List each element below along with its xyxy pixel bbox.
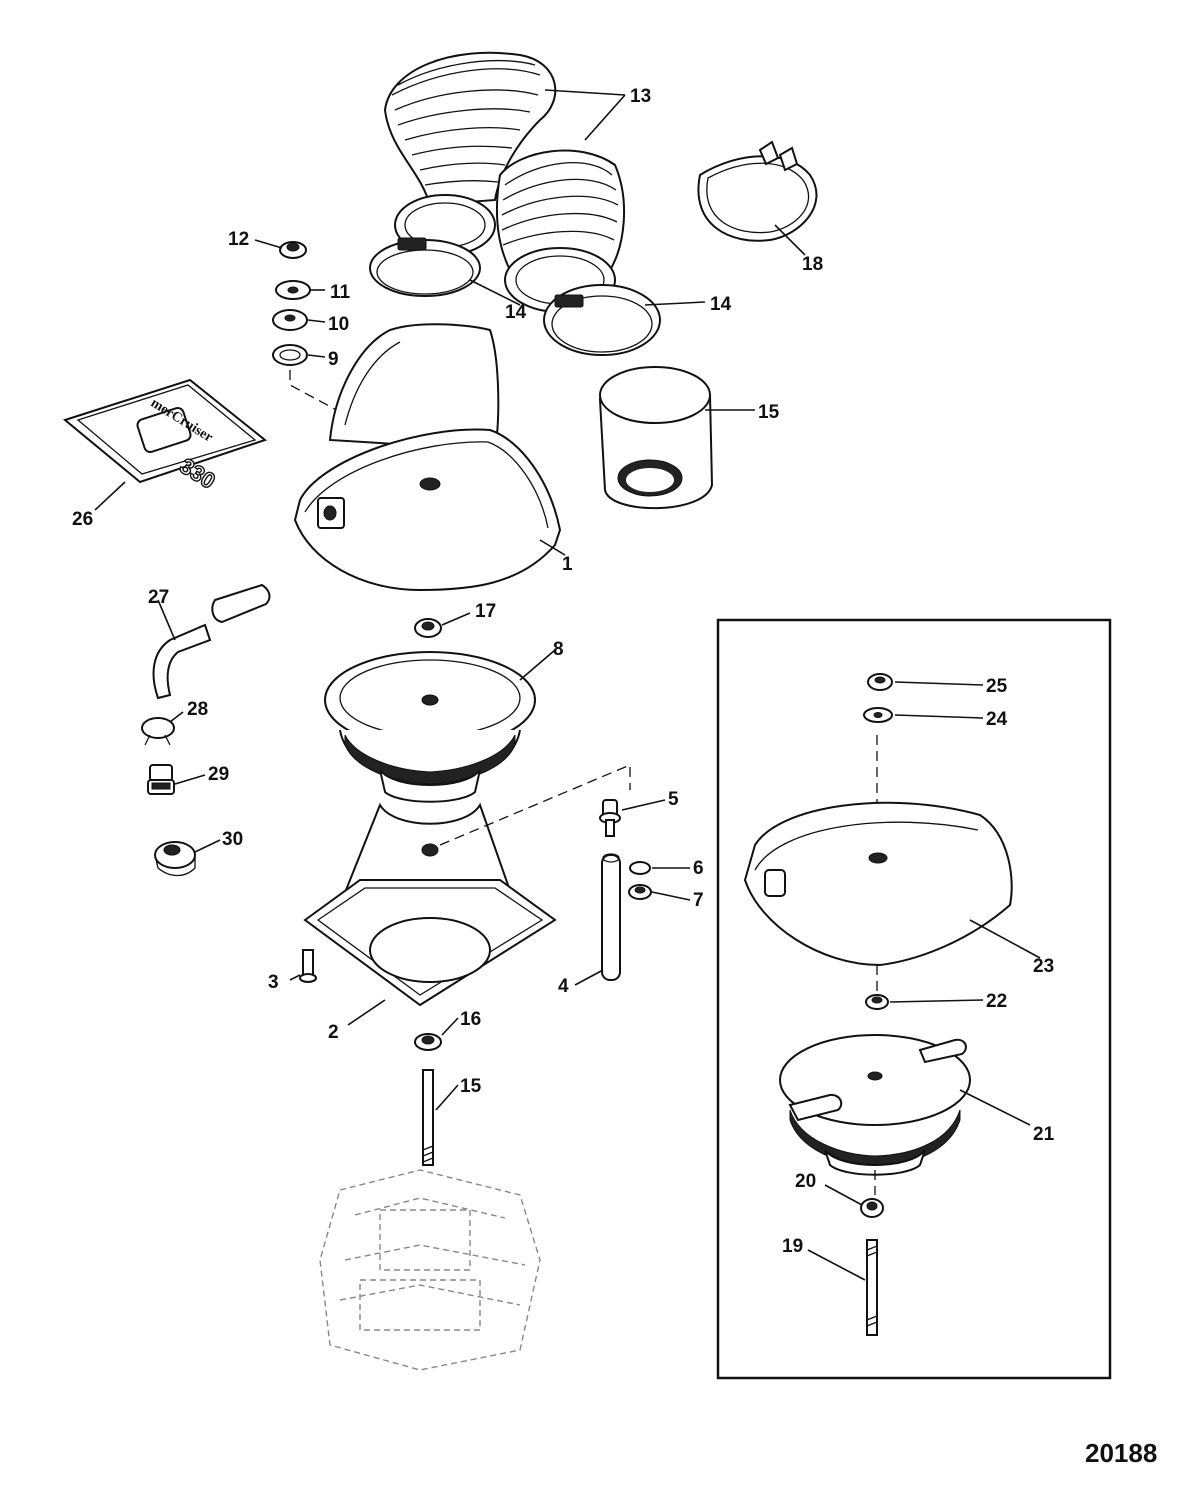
callout-23: 22 bbox=[986, 991, 1007, 1012]
callout-15: 15 bbox=[758, 402, 780, 423]
assembly-line-5-2 bbox=[439, 764, 631, 846]
inset-frame bbox=[716, 618, 1112, 1380]
callout-26: 25 bbox=[986, 676, 1008, 697]
callout-31: 30 bbox=[222, 829, 243, 850]
nut-23 bbox=[865, 994, 889, 1010]
callout-22: 21 bbox=[1033, 1124, 1055, 1145]
flex-duct-13 bbox=[383, 51, 625, 313]
callout-6: 6 bbox=[693, 858, 704, 879]
nut-12 bbox=[279, 241, 307, 259]
nut-7 bbox=[628, 884, 652, 900]
air-cleaner-cover-24 bbox=[743, 801, 1013, 967]
callout-25: 24 bbox=[986, 709, 1008, 730]
flame-arrestor-8 bbox=[324, 651, 536, 803]
callout-labels: 13 14 14 15 18 12 11 10 9 1 26 27 17 8 2… bbox=[72, 86, 1055, 1257]
washer-11 bbox=[275, 280, 311, 300]
callout-18: 17 bbox=[475, 601, 496, 622]
callout-4: 4 bbox=[558, 976, 569, 997]
callout-3: 3 bbox=[268, 972, 279, 993]
callout-5: 5 bbox=[668, 789, 679, 810]
callout-10: 10 bbox=[328, 314, 349, 335]
hose-clamp-14-left bbox=[369, 237, 481, 297]
nut-17 bbox=[414, 1033, 442, 1051]
nut-26 bbox=[867, 673, 893, 691]
breather-hose-28 bbox=[152, 583, 271, 700]
air-cleaner-cover-1 bbox=[293, 323, 562, 592]
callout-28: 27 bbox=[148, 587, 169, 608]
hose-clamp-14-right bbox=[543, 284, 661, 356]
washer-25 bbox=[863, 707, 893, 723]
washer-6 bbox=[629, 861, 651, 875]
callout-7: 7 bbox=[693, 890, 704, 911]
grommet-10 bbox=[272, 309, 308, 331]
nut-18 bbox=[414, 618, 442, 638]
leader-lines bbox=[94, 89, 1041, 1281]
fitting-30 bbox=[147, 764, 175, 795]
callout-14-right: 14 bbox=[710, 294, 732, 315]
stud-5 bbox=[599, 799, 621, 837]
callout-29: 28 bbox=[187, 699, 208, 720]
strap-19 bbox=[697, 140, 818, 242]
carburetor-outline bbox=[319, 1169, 541, 1371]
grommet-31 bbox=[154, 841, 196, 877]
callout-9: 9 bbox=[328, 349, 339, 370]
screw-3 bbox=[299, 949, 317, 983]
callout-12: 12 bbox=[228, 229, 249, 250]
callout-1: 1 bbox=[562, 554, 573, 575]
callout-17: 16 bbox=[460, 1009, 481, 1030]
callout-14-left: 14 bbox=[505, 302, 527, 323]
document-number: 20188 bbox=[1085, 1438, 1158, 1468]
adaptor-2 bbox=[303, 802, 557, 1007]
callout-13: 13 bbox=[630, 86, 651, 107]
decal-27: merCruiser 330 bbox=[62, 378, 268, 494]
callout-11: 11 bbox=[330, 282, 351, 303]
callout-16: 15 bbox=[460, 1076, 482, 1097]
callout-30: 29 bbox=[208, 764, 229, 785]
callout-20: 19 bbox=[782, 1236, 803, 1257]
spacer-rod-4 bbox=[601, 853, 621, 981]
filter-element-15 bbox=[598, 366, 714, 510]
callout-8: 8 bbox=[553, 639, 564, 660]
clamp-29 bbox=[141, 717, 175, 746]
flame-arrestor-22 bbox=[779, 1034, 971, 1176]
seal-9 bbox=[272, 344, 308, 366]
nut-21 bbox=[860, 1198, 884, 1218]
callout-19: 18 bbox=[802, 254, 823, 275]
stud-20 bbox=[866, 1239, 878, 1336]
callout-21: 20 bbox=[795, 1171, 816, 1192]
callout-2: 2 bbox=[328, 1022, 339, 1043]
stud-16 bbox=[422, 1069, 434, 1166]
callout-27: 26 bbox=[72, 509, 93, 530]
callout-24: 23 bbox=[1033, 956, 1054, 977]
